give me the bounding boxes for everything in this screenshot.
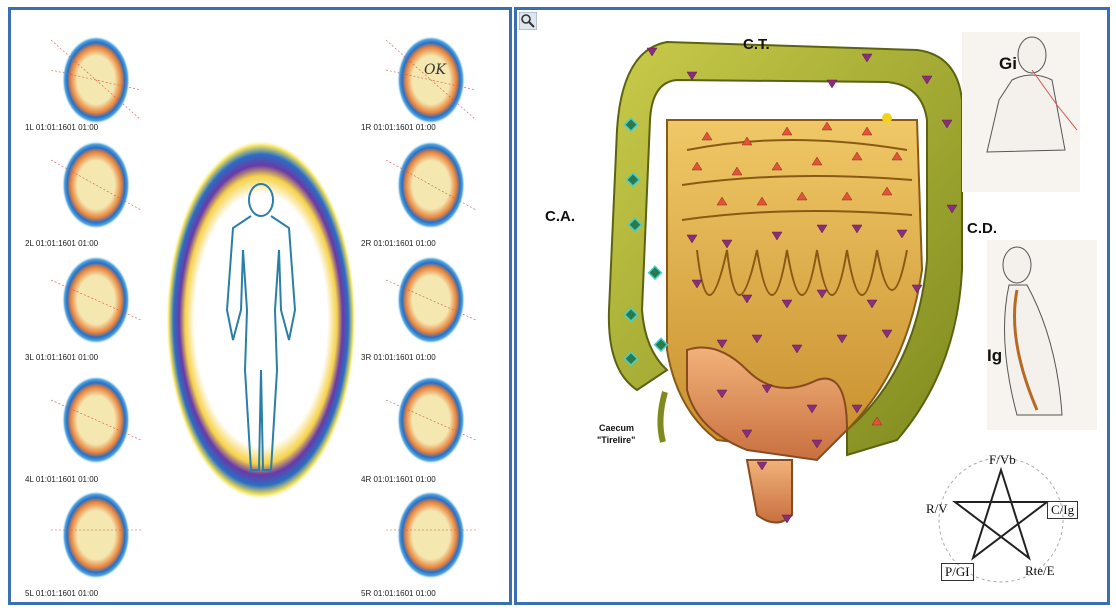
capture-label-1r: 1R 01:01:1601 01:00 <box>361 123 436 132</box>
body-aura <box>166 140 356 500</box>
intestine-coils <box>681 139 913 296</box>
right-captures <box>397 36 465 579</box>
left-panel: 1L 01:01:1601 01:00 2L 01:01:1601 01:00 … <box>8 7 512 605</box>
cycle-top: F/Vb <box>989 452 1016 467</box>
meridian-markers-up <box>691 121 903 426</box>
cd-label: C.D. <box>967 220 997 237</box>
capture-label-5l: 5L 01:01:1601 01:00 <box>25 589 99 598</box>
sector-lines <box>50 39 477 531</box>
cycle-bottom-left: P/GI <box>941 563 974 581</box>
ascending-markers <box>623 117 669 367</box>
gi-meridian-figure-icon <box>962 32 1080 192</box>
cycle-bottom-right: Rte/E <box>1025 563 1055 578</box>
ileum <box>686 346 849 462</box>
caecum-sublabel: "Tirelire" <box>597 435 636 445</box>
capture-label-3l: 3L 01:01:1601 01:00 <box>25 353 99 362</box>
capture-label-2l: 2L 01:01:1601 01:00 <box>25 239 99 248</box>
aura-figure-graphic <box>50 36 477 579</box>
right-panel: C.T. C.A. C.D. Caecum "Tirelire" Gi Ig F… <box>514 7 1110 605</box>
yellow-marker <box>882 113 892 123</box>
magnifier-icon[interactable] <box>519 12 537 30</box>
five-element-cycle <box>938 457 1064 583</box>
intestine-graphic <box>607 32 1097 583</box>
gi-label: Gi <box>999 54 1017 73</box>
capture-label-3r: 3R 01:01:1601 01:00 <box>361 353 436 362</box>
rectum <box>745 459 793 524</box>
cycle-right: C/Ig <box>1047 501 1079 519</box>
ct-label: C.T. <box>743 36 770 53</box>
ig-label: Ig <box>987 346 1003 365</box>
left-captures <box>62 36 130 579</box>
ca-label: C.A. <box>545 208 575 225</box>
appendix <box>657 391 668 443</box>
capture-label-4r: 4R 01:01:1601 01:00 <box>361 475 436 484</box>
capture-label-4l: 4L 01:01:1601 01:00 <box>25 475 99 484</box>
caecum-label: Caecum <box>599 423 635 433</box>
ig-meridian-figure-icon <box>987 240 1097 430</box>
capture-label-5r: 5R 01:01:1601 01:00 <box>361 589 436 598</box>
human-outline-icon <box>225 183 297 471</box>
cycle-left: R/V <box>926 501 948 516</box>
capture-label-1l: 1L 01:01:1601 01:00 <box>25 123 99 132</box>
capture-label-2r: 2R 01:01:1601 01:00 <box>361 239 436 248</box>
handwritten-note: OK <box>424 62 446 78</box>
meridian-markers <box>646 47 958 524</box>
